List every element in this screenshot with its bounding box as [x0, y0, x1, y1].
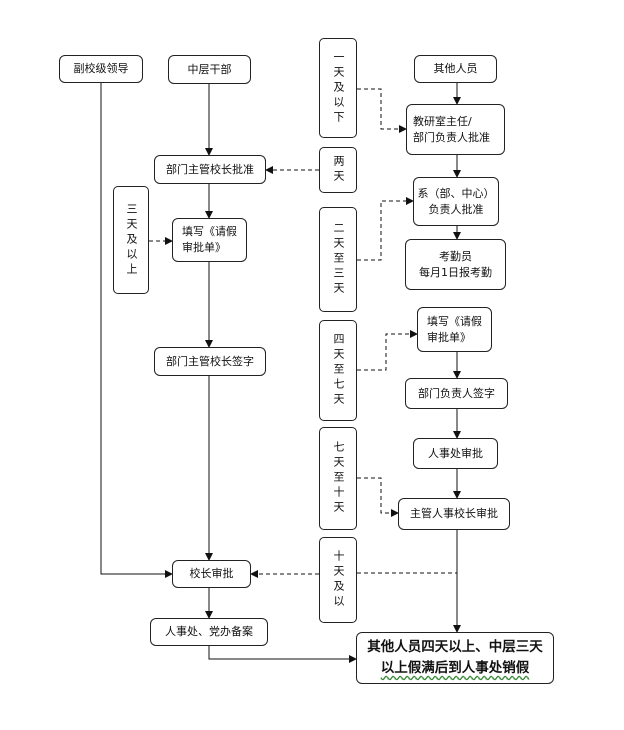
final-note-line1: 其他人员四天以上、中层三天: [367, 639, 543, 655]
edge-twothree-dashed: [357, 197, 414, 261]
fill-form-right-node: 填写《请假 审批单》: [417, 307, 492, 352]
hr-office-record-node: 人事处、党办备案: [150, 618, 268, 646]
duration-three-plus: 三天及以上: [113, 186, 149, 294]
other-staff-node: 其他人员: [414, 55, 497, 83]
fill-form-left-node: 填写《请假 审批单》: [172, 218, 247, 262]
vice-principal-node: 副校级领导: [59, 55, 143, 83]
duration-four-to-seven: 四天至七天: [319, 320, 357, 421]
edge-oneday-dashed: [357, 88, 407, 133]
duration-one-day: 一天及以下: [319, 38, 357, 138]
duration-seven-to-ten: 七天至十天: [319, 427, 357, 530]
hr-principal-approve-node: 主管人事校长审批: [398, 498, 510, 530]
dept-head-sign-node: 部门负责人签字: [405, 378, 508, 409]
middle-cadre-node: 中层干部: [168, 55, 251, 84]
duration-two-to-three: 二天至三天: [319, 207, 357, 312]
edge-fourseven-dashed: [357, 330, 418, 371]
final-note-line2: 以上假满后到人事处销假: [380, 660, 530, 676]
edge-hr-record-to-final: [208, 646, 357, 663]
hr-approve-node: 人事处审批: [413, 438, 498, 469]
faculty-approve-node: 系（部、中心） 负责人批准: [413, 177, 499, 226]
principal-approve-node: 校长审批: [172, 560, 251, 588]
duration-ten-plus: 十天及以: [319, 537, 357, 623]
duration-two-days: 两天: [319, 147, 357, 193]
final-note-node: 其他人员四天以上、中层三天 以上假满后到人事处销假: [356, 632, 554, 684]
teaching-director-approve-node: 教研室主任/ 部门负责人批准: [406, 104, 505, 155]
attendance-clerk-node: 考勤员 每月1日报考勤: [405, 239, 506, 290]
edge-vice-to-principal: [100, 83, 173, 578]
dept-principal-approve-node: 部门主管校长批准: [154, 155, 266, 184]
dept-principal-sign-node: 部门主管校长签字: [154, 347, 266, 376]
edge-seventen-dashed: [357, 477, 399, 517]
